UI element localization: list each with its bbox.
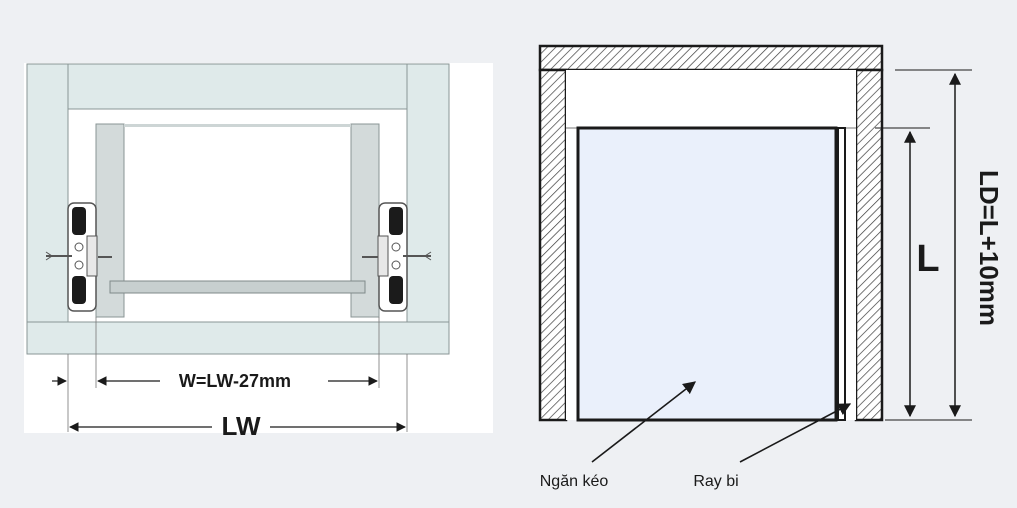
ball-slide-rail [837, 127, 846, 421]
drawer-callout: Ngăn kéo [540, 381, 697, 490]
side-view: L LD=L+10mm Ngăn kéo Ray bi [538, 44, 1004, 490]
ld-dimension: LD=L+10mm [949, 72, 1004, 418]
front-view: W=LW-27mm LW [24, 63, 493, 441]
cabinet-top-panel [67, 63, 408, 110]
left-ball-slide [45, 202, 112, 312]
slide-label: Ray bi [693, 473, 738, 490]
drawer-label: Ngăn kéo [540, 473, 609, 490]
cabinet-front-panel-hatched [854, 68, 884, 422]
cabinet-left-side-panel [26, 63, 69, 355]
cabinet-right-side-panel [406, 63, 450, 355]
cabinet-bottom-panel [26, 321, 450, 355]
slide-callout: Ray bi [693, 403, 852, 490]
right-ball-slide [362, 202, 432, 312]
cabinet-top-hatched [538, 44, 884, 72]
drawer-bottom-board [109, 280, 366, 294]
w-dimension: W=LW-27mm [52, 371, 378, 391]
cabinet-back-panel-hatched [538, 68, 568, 422]
drawer-box [576, 126, 838, 422]
l-dimension: L [904, 130, 945, 418]
slide-length-label: L [916, 238, 939, 280]
inner-width-label: W=LW-27mm [179, 371, 291, 391]
cabinet-depth-label: LD=L+10mm [974, 170, 1004, 326]
lw-dimension: LW [69, 411, 406, 441]
drawer-back-edge [124, 124, 351, 127]
cabinet-width-label: LW [222, 411, 261, 441]
